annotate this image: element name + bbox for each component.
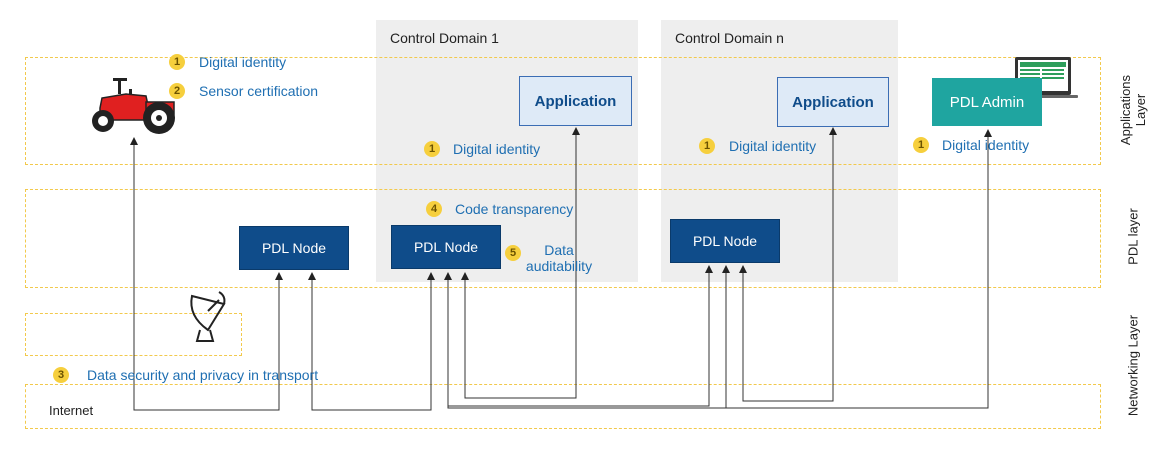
label-code-transparency: Code transparency [455, 201, 574, 217]
label-sensor-certification: Sensor certification [199, 83, 319, 99]
badge-1-digital-identity-admin: 1 [913, 137, 929, 153]
badge-4-code-transparency: 4 [426, 201, 442, 217]
pdl-node-box-domain-n: PDL Node [670, 219, 780, 263]
internet-layer-box [25, 384, 1101, 429]
label-data-auditability: Data auditability [525, 242, 593, 274]
application-box-domain-n: Application [777, 77, 889, 127]
networking-small-box [25, 313, 242, 356]
control-domain-1-title: Control Domain 1 [390, 30, 499, 46]
layer-label-networking: Networking Layer [1125, 314, 1141, 417]
label-digital-identity-domain-1: Digital identity [453, 141, 541, 157]
layer-label-applications: Applications Layer [1118, 74, 1148, 146]
badge-1-digital-identity-tractor: 1 [169, 54, 185, 70]
label-digital-identity-domain-n: Digital identity [729, 138, 817, 154]
label-digital-identity-tractor: Digital identity [199, 54, 287, 70]
label-digital-identity-admin: Digital identity [942, 137, 1030, 153]
badge-2-sensor-certification: 2 [169, 83, 185, 99]
badge-3-data-security: 3 [53, 367, 69, 383]
badge-5-data-auditability: 5 [505, 245, 521, 261]
control-domain-n-title: Control Domain n [675, 30, 784, 46]
label-data-security: Data security and privacy in transport [87, 367, 319, 383]
pdl-admin-box: PDL Admin [932, 78, 1042, 126]
label-internet: Internet [49, 403, 94, 418]
pdl-node-box: PDL Node [239, 226, 349, 270]
application-box-domain-1: Application [519, 76, 632, 126]
pdl-node-box-domain-1: PDL Node [391, 225, 501, 269]
layer-label-pdl: PDL layer [1125, 208, 1141, 265]
badge-1-digital-identity-domain-1: 1 [424, 141, 440, 157]
badge-1-digital-identity-domain-n: 1 [699, 138, 715, 154]
